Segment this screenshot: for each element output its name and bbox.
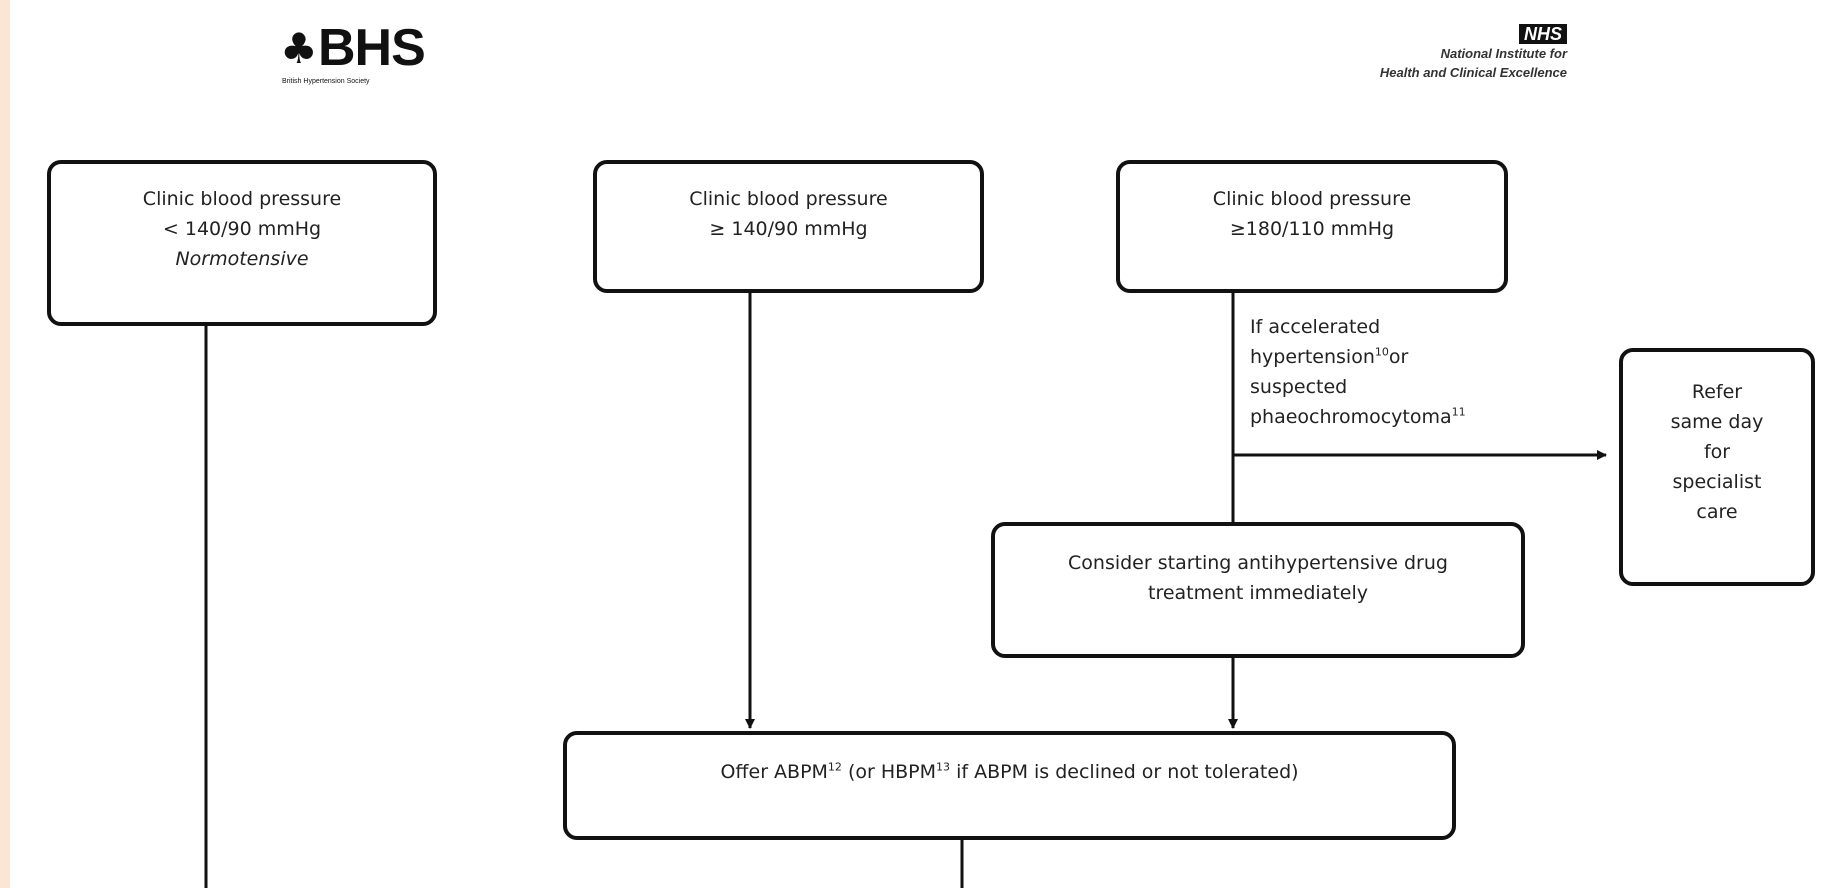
box-refer-line5: care — [1696, 501, 1738, 523]
flow-connectors — [204, 264, 1607, 888]
box-normotensive-line1: Clinic blood pressure — [142, 188, 342, 210]
box-refer-line2: same day — [1670, 411, 1764, 433]
abpm-part2: (or HBPM — [841, 761, 937, 783]
condition-phaeochromocytoma: phaeochromocytoma — [1250, 406, 1452, 428]
condition-line4: phaeochromocytoma11 — [1250, 402, 1500, 432]
box-consider-treatment: Consider starting antihypertensive drug … — [991, 522, 1525, 658]
box-elevated: Clinic blood pressure ≥ 140/90 mmHg — [593, 160, 984, 293]
condition-line3: suspected — [1250, 376, 1348, 398]
abpm-ref-13: 13 — [936, 760, 951, 774]
flowchart-page: ♣ BHS British Hypertension Society NHS N… — [10, 0, 1827, 888]
condition-line1: If accelerated — [1250, 316, 1381, 338]
nhs-logo-badge: NHS — [1518, 24, 1567, 44]
box-severe: Clinic blood pressure ≥180/110 mmHg — [1116, 160, 1508, 293]
box-refer-specialist: Refer same day for specialist care — [1619, 348, 1815, 586]
abpm-part3: if ABPM is declined or not tolerated) — [950, 761, 1299, 783]
condition-ref-10: 10 — [1374, 345, 1389, 359]
box-refer-line3: for — [1703, 441, 1731, 463]
condition-hypertension: hypertension — [1250, 346, 1375, 368]
bhs-logo-text: BHS — [318, 19, 426, 77]
condition-ref-11: 11 — [1451, 405, 1466, 419]
box-severe-line1: Clinic blood pressure — [1212, 188, 1412, 210]
nice-name-line1: National Institute for — [1440, 46, 1567, 61]
box-severe-line2: ≥180/110 mmHg — [1229, 218, 1395, 240]
box-consider-line2: treatment immediately — [1148, 582, 1368, 604]
box-abpm-text: Offer ABPM12 (or HBPM13 if ABPM is decli… — [567, 757, 1452, 787]
bhs-logo: ♣ BHS British Hypertension Society — [280, 19, 455, 85]
bhs-subtitle: British Hypertension Society — [282, 78, 370, 85]
box-refer-line1: Refer — [1691, 381, 1743, 403]
box-normotensive-line3: Normotensive — [175, 248, 309, 270]
condition-or: or — [1388, 346, 1409, 368]
box-offer-abpm: Offer ABPM12 (or HBPM13 if ABPM is decli… — [563, 731, 1456, 840]
abpm-part1: Offer ABPM — [720, 761, 828, 783]
box-elevated-line1: Clinic blood pressure — [689, 188, 888, 210]
box-normotensive-line2: < 140/90 mmHg — [162, 218, 322, 240]
box-elevated-line2: ≥ 140/90 mmHg — [709, 218, 868, 240]
box-normotensive: Clinic blood pressure < 140/90 mmHg Norm… — [47, 160, 437, 326]
abpm-ref-12: 12 — [827, 760, 842, 774]
condition-line2: hypertension10or — [1250, 342, 1500, 372]
nice-name-line2: Health and Clinical Excellence — [1379, 65, 1567, 80]
nice-logo: NHS National Institute for Health and Cl… — [1307, 24, 1567, 82]
bhs-heart-icon: ♣ — [280, 24, 318, 73]
box-consider-line1: Consider starting antihypertensive drug — [1068, 552, 1448, 574]
box-refer-line4: specialist — [1672, 471, 1762, 493]
accelerated-condition-text: If accelerated hypertension10or suspecte… — [1250, 312, 1500, 440]
